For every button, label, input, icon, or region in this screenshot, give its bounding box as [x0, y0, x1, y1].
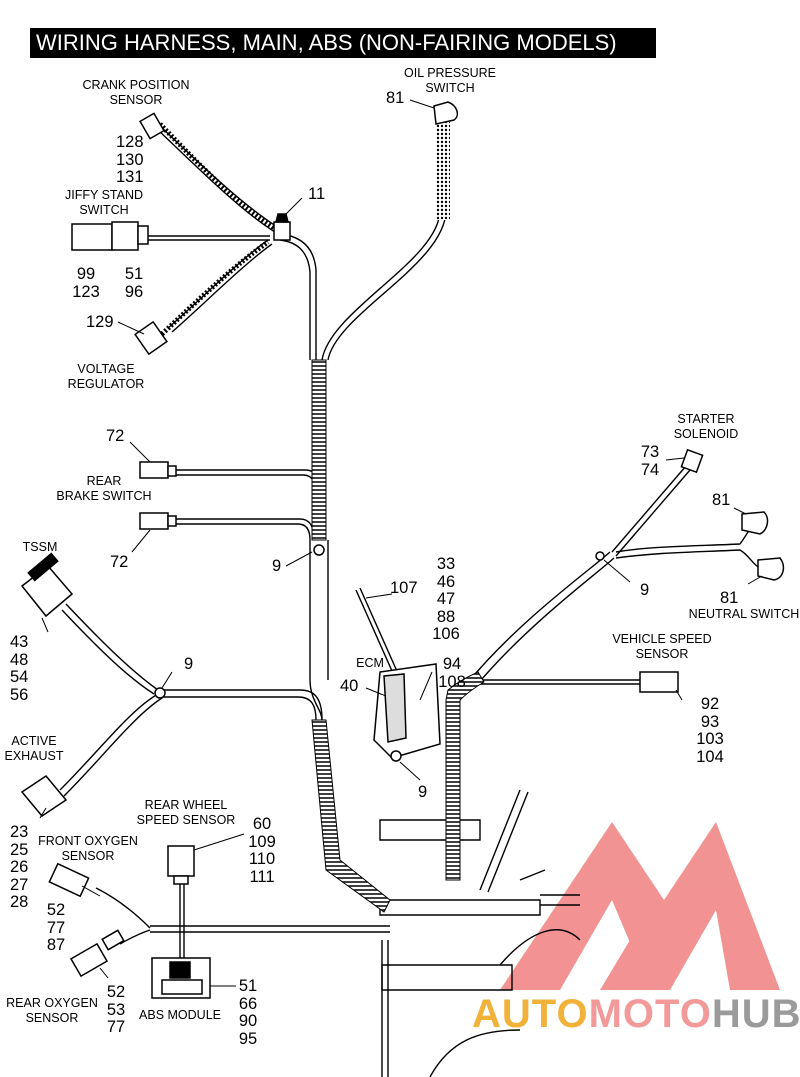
leader-lines — [39, 99, 763, 987]
label-ecm: ECM — [356, 656, 384, 670]
callout-rearbrake-bottom: 72 — [110, 553, 129, 571]
label-abs-module: ABS MODULE — [139, 1008, 221, 1022]
callout-rearbrake-top: 72 — [106, 427, 125, 445]
callout-ecm-num: 40 — [340, 677, 359, 695]
callout-clip-top: 11 — [308, 185, 326, 203]
watermark-part-hub: HUB — [711, 992, 800, 1036]
callout-clip-mid: 9 — [272, 557, 282, 575]
callout-clip-left: 9 — [184, 655, 194, 673]
watermark-logo — [500, 822, 780, 990]
label-tssm: TSSM — [22, 540, 58, 554]
callout-ecm-ref: 107 — [390, 579, 418, 597]
watermark-part-moto: MOTO — [588, 992, 712, 1036]
callout-neutral-top: 81 — [712, 491, 731, 509]
callout-clip-right: 9 — [640, 581, 650, 599]
conduit-sections — [158, 120, 485, 913]
page-title: WIRING HARNESS, MAIN, ABS (NON-FAIRING M… — [30, 28, 656, 58]
callout-oil: 81 — [386, 89, 405, 107]
label-neutral-switch: NEUTRAL SWITCH — [688, 607, 800, 621]
components — [20, 101, 785, 999]
callout-clip-ecm: 9 — [418, 783, 428, 801]
callout-neutral-bottom: 81 — [720, 589, 739, 607]
watermark-part-auto: AUTO — [472, 992, 589, 1036]
watermark-text: AUTOMOTOHUB — [472, 992, 800, 1036]
callout-voltage: 129 — [86, 313, 114, 331]
